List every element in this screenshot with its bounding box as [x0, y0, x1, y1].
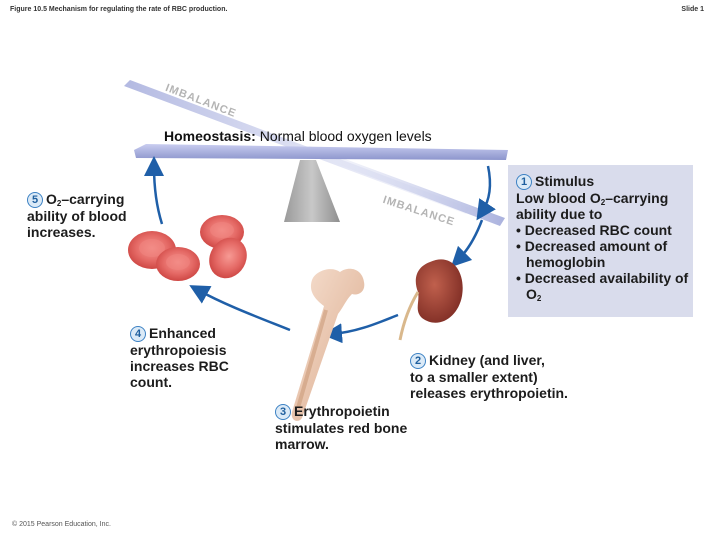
imbalance-beam-right: [300, 146, 505, 226]
step-2-line: releases erythropoietin.: [410, 385, 568, 401]
step-3-line: marrow.: [275, 436, 329, 452]
step-4-line: increases RBC: [130, 358, 229, 374]
step-2-number: 2: [410, 353, 426, 369]
arrow-to-kidney: [450, 219, 484, 268]
step-3-line: stimulates red bone: [275, 420, 408, 436]
step-5-line: increases.: [27, 224, 96, 240]
step-5-pre: O: [46, 191, 57, 207]
figure-title: Figure 10.5 Mechanism for regulating the…: [10, 6, 228, 13]
step-4-number: 4: [130, 326, 146, 342]
copyright: © 2015 Pearson Education, Inc.: [12, 521, 111, 528]
arrow-stimulus: [476, 165, 496, 221]
arrow-bone-to-rbc: [189, 285, 291, 332]
balance-beam: [134, 144, 508, 160]
step-3-line: Erythropoietin: [294, 403, 390, 419]
red-blood-cells: [128, 215, 247, 281]
step-5-post: –carrying: [61, 191, 125, 207]
bullet-text: Decreased RBC count: [524, 222, 672, 238]
step-2-line: to a smaller extent): [410, 369, 538, 385]
stimulus-bullets: • Decreased RBC count • Decreased amount…: [516, 222, 693, 303]
arrow-rbc-to-homeostasis: [144, 156, 165, 225]
slide-number: Slide 1: [681, 6, 704, 13]
fulcrum: [284, 160, 340, 222]
step-1-text: Low blood O2–carrying ability due to: [516, 190, 693, 222]
step-4-line: count.: [130, 374, 172, 390]
bullet-sub: 2: [536, 294, 542, 303]
step-3-number: 3: [275, 404, 291, 420]
homeostasis-text: Normal blood oxygen levels: [259, 128, 432, 144]
step-5-number: 5: [27, 192, 43, 208]
bullet-text: Decreased amount of hemoglobin: [524, 238, 668, 270]
step-2-line: Kidney (and liver,: [429, 352, 545, 368]
step-1-number: 1: [516, 174, 532, 190]
bone: [291, 268, 365, 421]
step-5-line: ability of blood: [27, 208, 127, 224]
bullet-text: Decreased availability of O: [524, 270, 689, 302]
bullet-item: • Decreased RBC count: [516, 222, 672, 238]
homeostasis-label: Homeostasis: Normal blood oxygen levels: [164, 128, 432, 144]
homeostasis-heading: Homeostasis:: [164, 128, 256, 144]
step-1-title-text: Stimulus: [535, 173, 595, 189]
bullet-item: • Decreased availability of O2: [516, 270, 689, 303]
step-1-text-sub: 2: [600, 198, 606, 207]
step-1-text-pre: Low blood O: [516, 190, 601, 206]
kidney: [398, 259, 463, 341]
step-5-sub: 2: [56, 199, 62, 208]
bullet-item: • Decreased amount of hemoglobin: [516, 238, 668, 270]
step-4-line: Enhanced: [149, 325, 216, 341]
step-4-line: erythropoiesis: [130, 342, 227, 358]
arrow-kidney-to-bone: [322, 313, 399, 344]
step-1-text-post: –carrying ability due to: [516, 190, 669, 222]
